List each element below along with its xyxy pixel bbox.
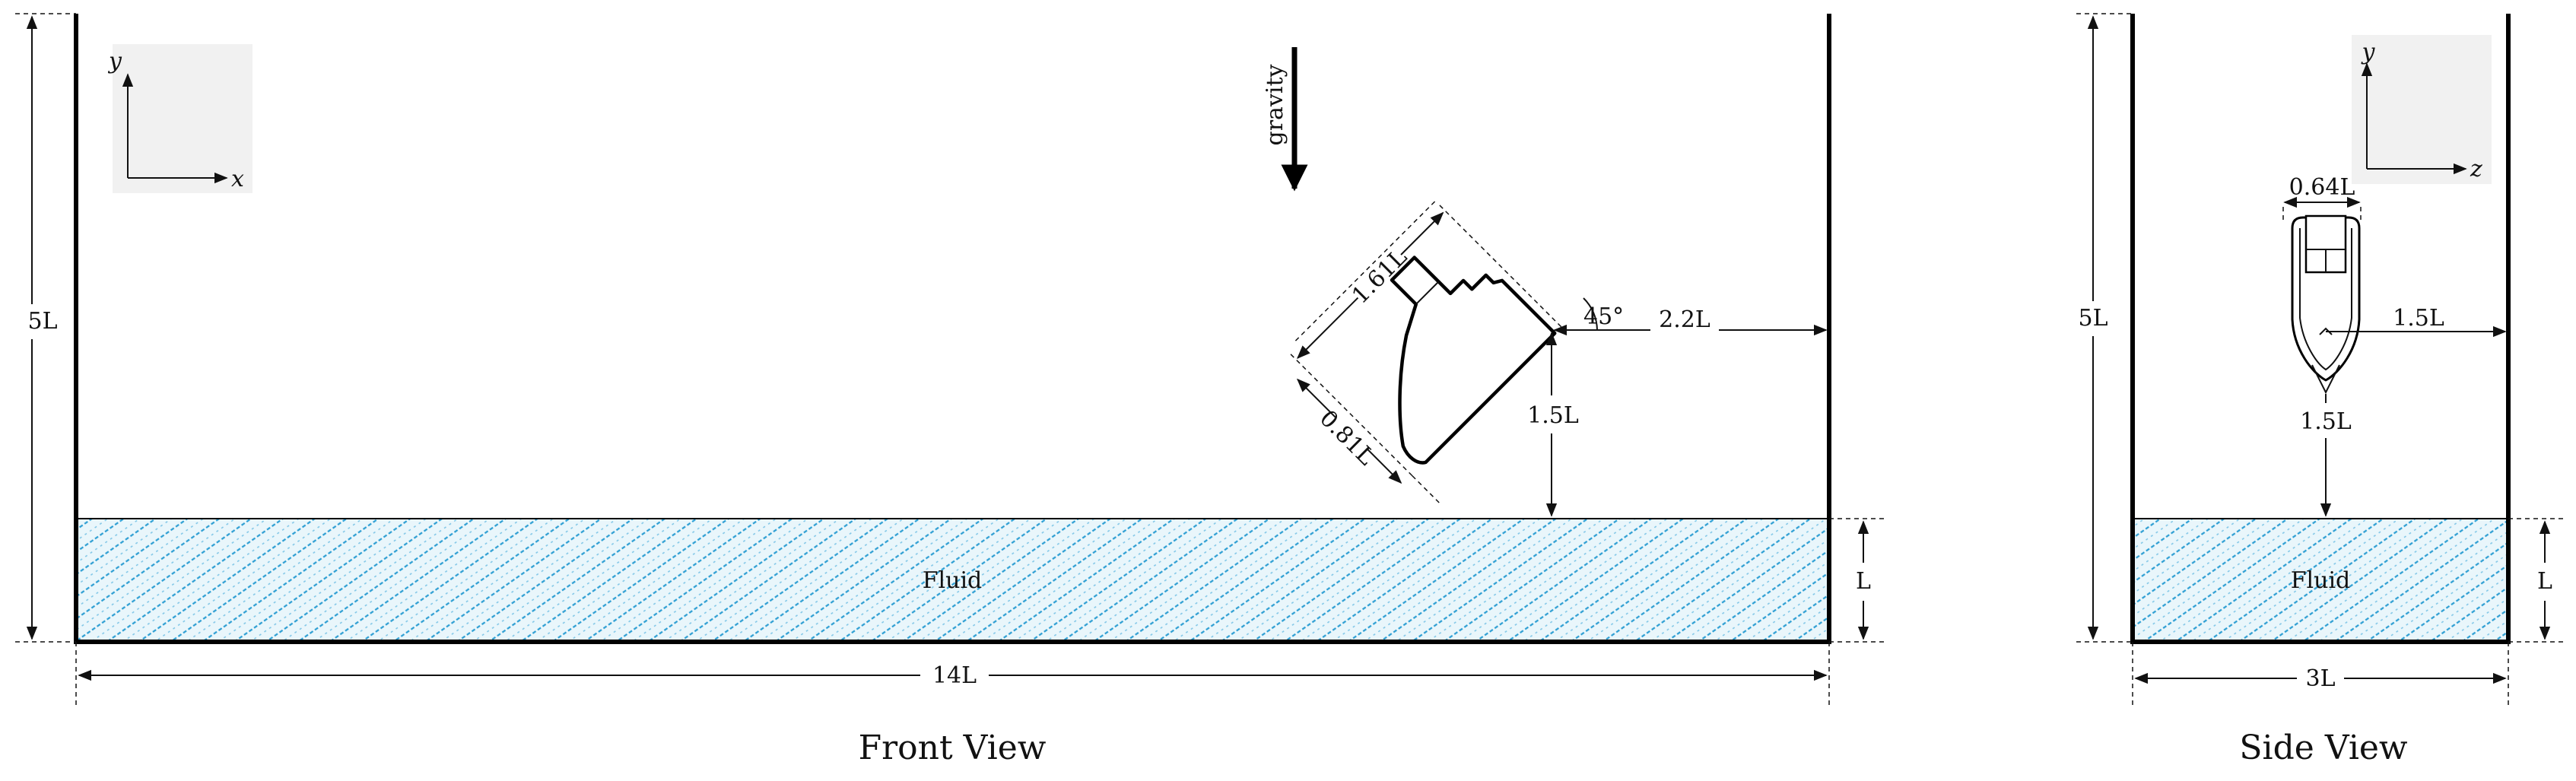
side-fluid — [2132, 518, 2509, 643]
front-view: Fluid y x 5L 14L — [15, 13, 1886, 767]
side-width-label: 3L — [2305, 665, 2335, 692]
front-drop-height-label: 1.5L — [1527, 402, 1579, 429]
front-width-dimension: 14L — [75, 642, 1830, 706]
front-width-label: 14L — [932, 662, 977, 689]
side-view: Fluid y z 5L 3L — [2076, 13, 2567, 767]
front-drop-height-dimension: 1.5L — [1527, 332, 1579, 517]
front-boat: 1.61L 0.81L — [1290, 200, 1562, 506]
side-fluid-depth-dimension: L — [2508, 518, 2567, 643]
gravity-label: gravity — [1262, 64, 1288, 145]
side-wall-distance-dimension: 1.5L — [2326, 305, 2507, 338]
boat-angle-label: 45° — [1583, 303, 1624, 330]
side-drop-height-label: 1.5L — [2300, 408, 2352, 435]
side-boat-width-label: 0.64L — [2289, 174, 2355, 201]
boat-height-label: 0.81L — [1314, 405, 1380, 471]
side-boat: 0.64L — [2282, 174, 2362, 395]
side-axis-y: y — [2361, 39, 2376, 65]
side-tank-walls — [2130, 14, 2511, 644]
side-fluid-label: Fluid — [2291, 567, 2351, 594]
side-height-dimension: 5L — [2076, 13, 2133, 643]
front-axis-triad: y x — [107, 44, 253, 193]
side-drop-height-dimension: 1.5L — [2300, 394, 2352, 517]
gravity-indicator: gravity — [1262, 47, 1308, 192]
side-wall-distance-label: 1.5L — [2393, 305, 2444, 332]
front-wall-distance-dimension: 2.2L — [1553, 306, 1828, 336]
front-axis-x: x — [231, 166, 244, 192]
front-axis-y: y — [107, 48, 122, 75]
front-wall-distance-label: 2.2L — [1659, 306, 1710, 333]
front-height-dimension: 5L — [15, 13, 76, 643]
front-height-label: 5L — [27, 308, 57, 335]
side-axis-z: z — [2470, 156, 2482, 183]
side-fluid-depth-label: L — [2537, 568, 2552, 595]
boat-angle-indicator: 45° — [1583, 297, 1624, 331]
front-fluid-label: Fluid — [923, 567, 983, 594]
front-tank-walls — [74, 14, 1831, 644]
side-height-label: 5L — [2078, 305, 2107, 332]
front-fluid-depth-label: L — [1856, 568, 1871, 595]
side-axis-triad: y z — [2352, 35, 2492, 184]
side-view-caption: Side View — [2239, 729, 2408, 767]
front-fluid-depth-dimension: L — [1829, 518, 1886, 643]
front-view-caption: Front View — [859, 729, 1047, 767]
front-fluid — [75, 518, 1830, 643]
side-width-dimension: 3L — [2132, 642, 2509, 707]
